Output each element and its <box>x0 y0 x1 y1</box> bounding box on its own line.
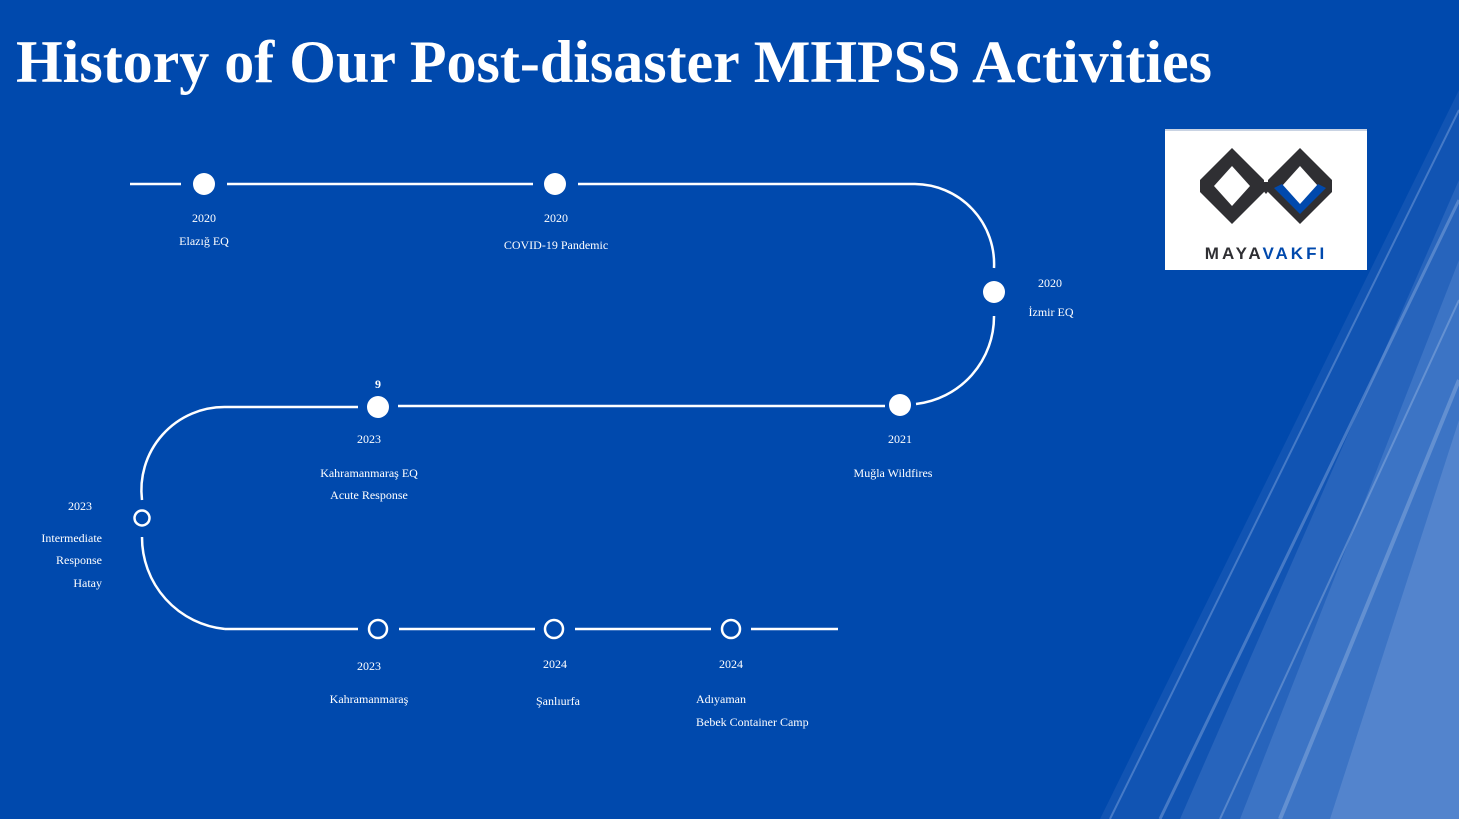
logo-word-vakfi: VAKFI <box>1262 244 1328 263</box>
milestone-label-line: Hatay <box>73 576 102 590</box>
milestone-year: 2020 <box>1038 276 1062 290</box>
milestone-marker: 9 <box>375 377 381 391</box>
milestone-label-line: Bebek Container Camp <box>696 715 809 729</box>
milestone-label-line: Intermediate <box>41 531 102 545</box>
milestone-label: COVID-19 Pandemic <box>503 238 609 252</box>
logo-wordmark: MAYAVAKFI <box>1165 244 1367 264</box>
maya-vakfi-logo: MAYAVAKFI <box>1165 129 1367 270</box>
milestone-label: İzmir EQ <box>1028 305 1074 319</box>
milestone-ring-kahramanmaras <box>367 618 389 640</box>
timeline-curve <box>140 536 226 631</box>
milestone-year: 2020 <box>544 211 568 225</box>
page-title: History of Our Post-disaster MHPSS Activ… <box>16 29 1213 95</box>
milestone-label-line: Kahramanmaraş EQ <box>320 466 418 480</box>
milestone-dot-mugla <box>889 394 911 416</box>
milestone-label: Şanlıurfa <box>536 694 580 708</box>
milestone-ring-hatay <box>133 509 151 527</box>
milestone-label-line: Adıyaman <box>696 692 746 706</box>
timeline-curve <box>915 315 996 406</box>
milestone-year: 2020 <box>192 211 216 225</box>
milestone-label: Muğla Wildfires <box>853 466 933 480</box>
milestone-year: 2021 <box>888 432 912 446</box>
milestone-year: 2023 <box>357 432 381 446</box>
infinity-diamond-icon <box>1200 148 1332 224</box>
milestone-label: Kahramanmaraş <box>329 692 409 706</box>
logo-word-maya: MAYA <box>1204 244 1263 263</box>
milestone-year: 2023 <box>357 659 381 673</box>
milestone-year: 2024 <box>543 657 567 671</box>
milestone-dot-izmir <box>983 281 1005 303</box>
milestone-dot-elazig <box>193 173 215 195</box>
milestone-ring-adiyaman <box>720 618 742 640</box>
timeline-curve <box>140 405 226 501</box>
milestone-label: Elazığ EQ <box>179 234 229 248</box>
milestone-ring-sanliurfa <box>543 618 565 640</box>
milestone-year: 2023 <box>68 499 92 513</box>
milestone-label-line: Acute Response <box>330 488 408 502</box>
timeline-path <box>130 182 996 631</box>
milestone-year: 2024 <box>719 657 743 671</box>
milestone-label-line: Response <box>56 553 102 567</box>
milestone-dot-covid <box>544 173 566 195</box>
milestone-dot-kahramanmaras-acute <box>367 396 389 418</box>
timeline-curve <box>914 182 996 269</box>
